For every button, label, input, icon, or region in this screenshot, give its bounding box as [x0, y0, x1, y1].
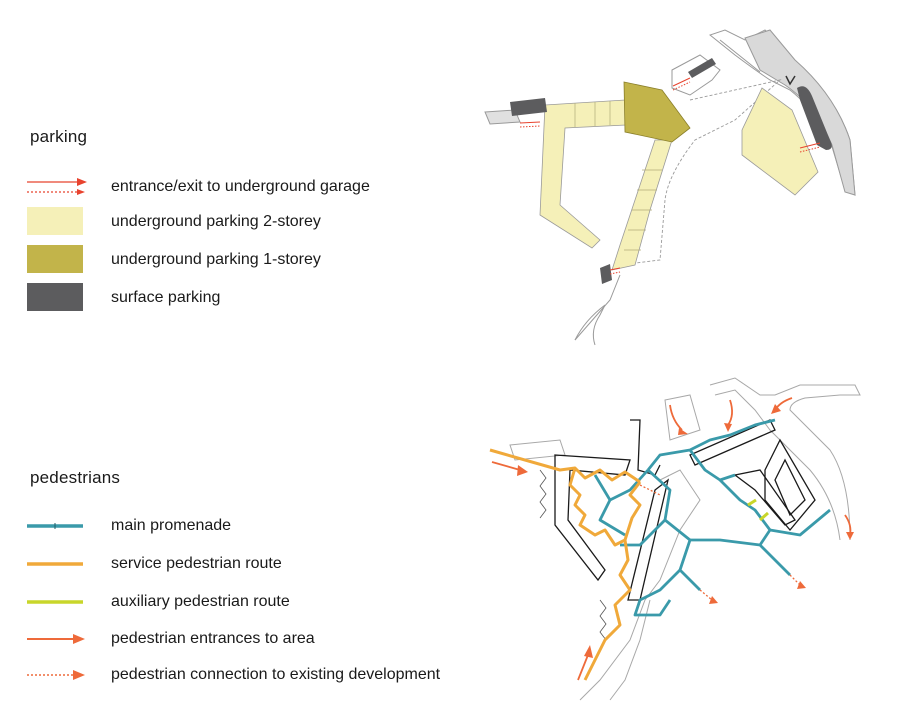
entry-arrow-icon	[785, 75, 796, 86]
legend-label-ug-parking-2: underground parking 2-storey	[111, 213, 321, 230]
legend-item-ped-entrance: pedestrian entrances to area	[27, 624, 487, 654]
orange-arrow-icon	[27, 634, 85, 644]
dark-grey-swatch	[27, 283, 83, 311]
teal-line-icon	[27, 523, 83, 529]
pale-yellow-swatch	[27, 207, 83, 235]
pedestrian-plan-roads	[509, 377, 861, 701]
legend-item-ug-parking-2: underground parking 2-storey	[27, 207, 487, 237]
legend-item-service-route: service pedestrian route	[27, 549, 487, 579]
red-arrow-pair-icon	[27, 178, 87, 195]
service-route-network	[489, 448, 642, 681]
legend-label-ped-entrance: pedestrian entrances to area	[111, 630, 315, 647]
road-stub	[484, 109, 521, 125]
parking-site-plan	[484, 29, 856, 346]
orange-line-icon	[27, 562, 83, 566]
legend-label-service-route: service pedestrian route	[111, 555, 282, 572]
underground-parking-2-storey	[539, 87, 819, 271]
olive-swatch	[27, 245, 83, 273]
stair-hatching	[539, 469, 607, 641]
legend-item-ug-parking-1: underground parking 1-storey	[27, 245, 487, 275]
existing-development-connections	[639, 484, 801, 601]
legend-item-garage-entrance: entrance/exit to underground garage	[27, 172, 487, 202]
pedestrian-legend-title: pedestrians	[30, 468, 121, 487]
building-outlines	[554, 419, 816, 601]
main-promenade-network	[593, 418, 831, 617]
legend-item-main-promenade: main promenade	[27, 511, 487, 541]
legend-label-auxiliary-route: auxiliary pedestrian route	[111, 593, 290, 610]
legend-label-ped-connection: pedestrian connection to existing develo…	[111, 666, 441, 683]
auxiliary-route-segments	[747, 498, 769, 522]
legend-item-auxiliary-route: auxiliary pedestrian route	[27, 587, 487, 617]
pedestrian-entrance-arrows	[491, 397, 852, 681]
surface-parking	[510, 58, 832, 284]
legend-label-main-promenade: main promenade	[111, 517, 232, 534]
entrance-arrowheads	[517, 404, 854, 658]
garage-entrance-arrows	[519, 77, 821, 275]
legend-item-surface-parking: surface parking	[27, 283, 487, 313]
parking-bay-lines	[574, 101, 662, 251]
pedestrian-site-plan	[489, 377, 861, 701]
connection-arrowheads	[709, 581, 806, 604]
dotted-orange-arrow-icon	[27, 670, 85, 680]
parking-legend-title: parking	[30, 127, 88, 146]
legend-label-surface-parking: surface parking	[111, 289, 221, 306]
underground-parking-1-storey	[623, 81, 691, 143]
lime-line-icon	[27, 600, 83, 604]
legend-label-ug-parking-1: underground parking 1-storey	[111, 251, 321, 268]
road-surface	[744, 29, 856, 196]
legend-label-garage-entrance: entrance/exit to underground garage	[111, 178, 370, 195]
legend-item-ped-connection: pedestrian connection to existing develo…	[27, 660, 487, 690]
